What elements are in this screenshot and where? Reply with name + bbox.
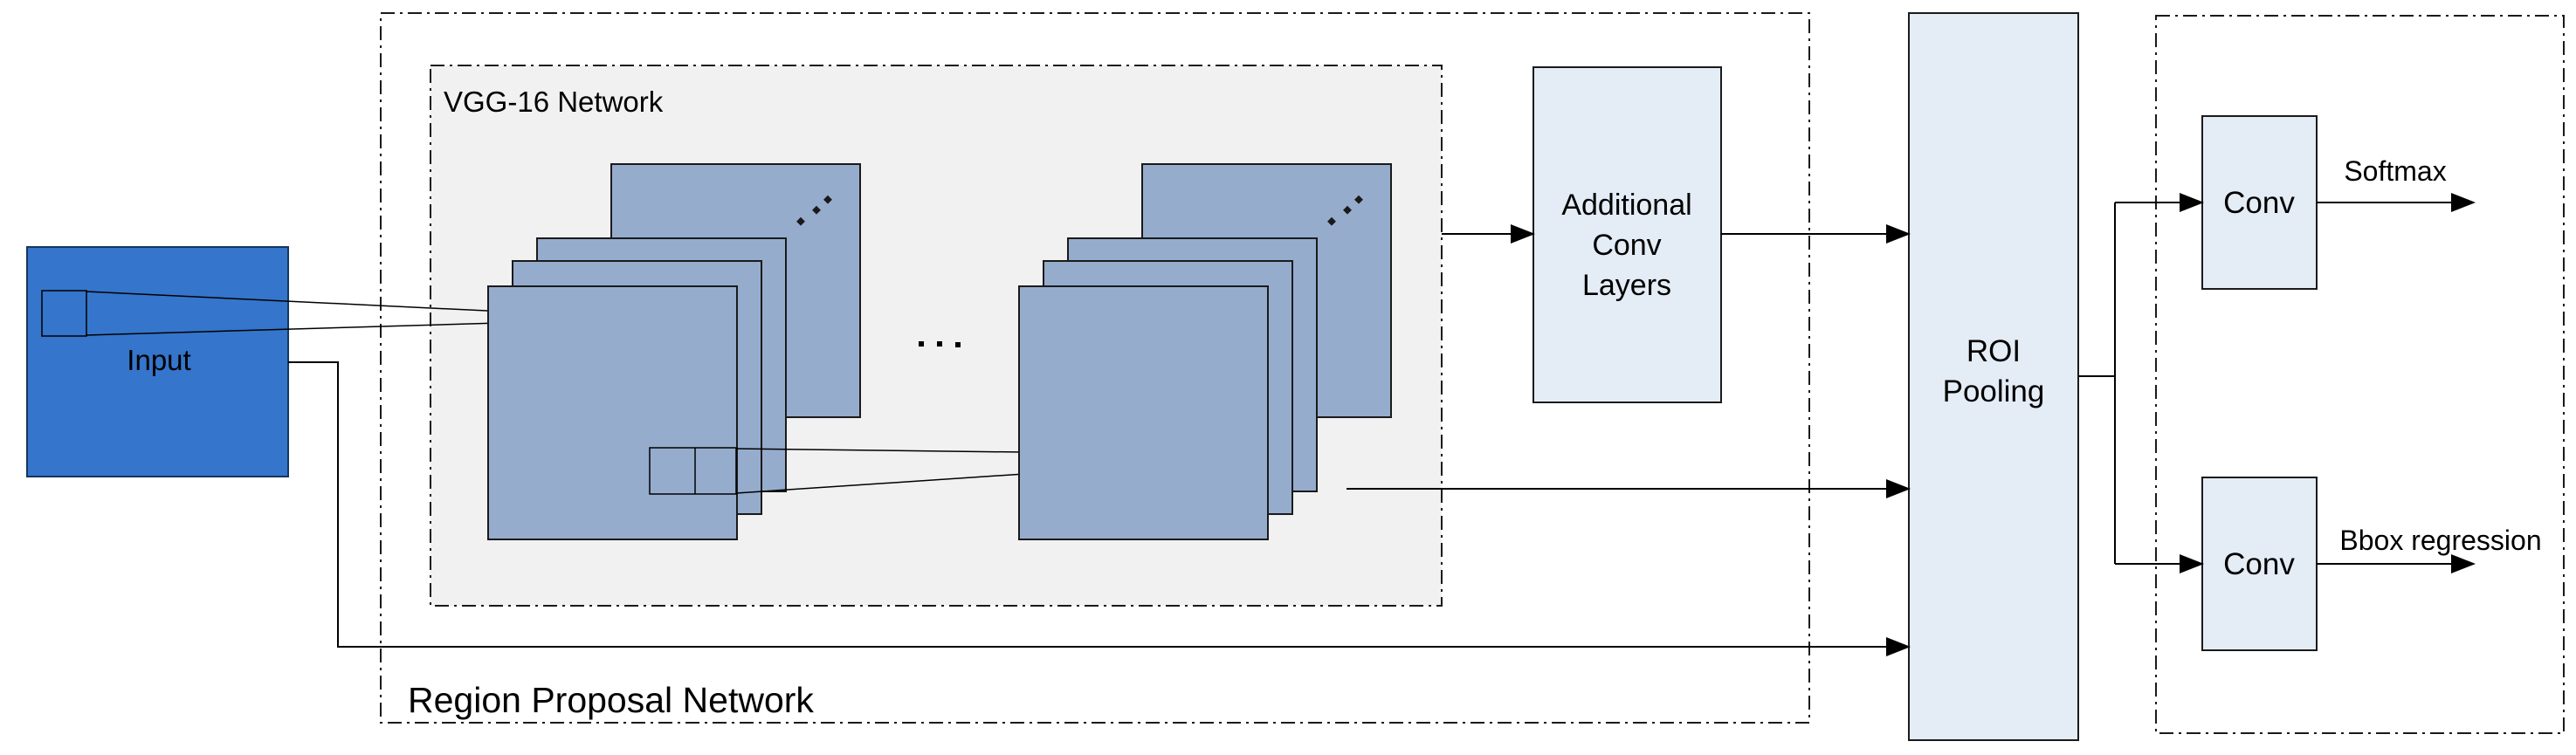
additional-conv-label-line1: Additional <box>1561 189 1691 222</box>
feature-map-layer <box>1018 285 1269 540</box>
roi-pooling-label-line1: ROI <box>1966 334 2021 368</box>
vgg16-label: VGG-16 Network <box>444 86 664 118</box>
feature-map-stack-2 <box>1018 163 1392 540</box>
additional-conv-label-line3: Layers <box>1582 269 1671 302</box>
additional-conv-label-line2: Conv <box>1592 229 1661 262</box>
roi-pooling-box <box>1908 12 2079 741</box>
receptive-projection-line <box>86 291 560 315</box>
region-proposal-network-box <box>380 12 1810 724</box>
arrowhead-icon <box>1886 224 1911 244</box>
bbox-regression-label: Bbox regression <box>2339 525 2541 556</box>
input-image-box <box>26 246 289 477</box>
ellipsis-diagonal-icon <box>1327 195 1363 226</box>
conv-bbox-label: Conv <box>2223 547 2295 581</box>
arrowhead-icon <box>1886 479 1911 498</box>
conv-bbox-box <box>2201 477 2318 651</box>
ellipsis-horizontal-icon <box>919 341 961 347</box>
arrowhead-icon <box>2180 193 2204 212</box>
flow-line-input-to-roi <box>288 361 1891 648</box>
arrowhead-icon <box>2451 193 2476 212</box>
ellipsis-diagonal-icon <box>796 195 832 226</box>
arrowhead-icon <box>1511 224 1535 244</box>
arrowhead-icon <box>2451 554 2476 573</box>
softmax-label: Softmax <box>2344 155 2446 187</box>
input-receptive-field-square <box>41 290 87 337</box>
feature-map-layer <box>487 285 738 540</box>
stack1-receptive-field-rect <box>649 447 737 495</box>
arrowhead-icon <box>2180 554 2204 573</box>
classifier-head-box <box>2155 15 2565 734</box>
feature-map-stack-1 <box>487 163 861 540</box>
conv-softmax-label: Conv <box>2223 186 2295 220</box>
arrowhead-icon <box>1886 637 1911 656</box>
input-label: Input <box>127 344 190 376</box>
roi-pooling-label-line2: Pooling <box>1943 374 2045 408</box>
region-proposal-network-label: Region Proposal Network <box>408 680 814 720</box>
additional-conv-layers-box <box>1533 66 1722 403</box>
receptive-projection-line <box>86 320 560 336</box>
